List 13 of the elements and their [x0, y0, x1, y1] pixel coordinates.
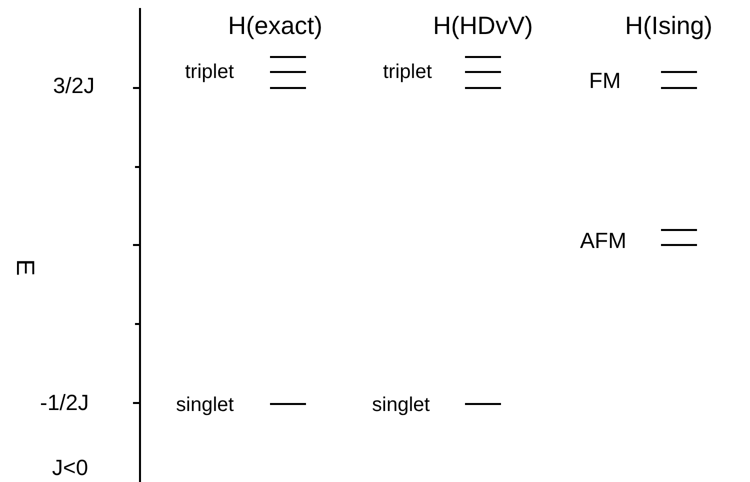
level-label: FM — [589, 70, 621, 92]
column-heading: H(HDvV) — [433, 14, 533, 39]
level-label: AFM — [580, 230, 626, 252]
column-heading: H(Ising) — [625, 14, 713, 39]
tick-label: -1/2J — [40, 392, 89, 414]
level-label: triplet — [185, 62, 234, 82]
level-label: singlet — [176, 395, 234, 415]
axis-label: E — [12, 259, 37, 276]
level-label: triplet — [383, 62, 432, 82]
column-heading: H(exact) — [228, 14, 322, 39]
tick-label: J<0 — [52, 457, 88, 479]
level-label: singlet — [372, 395, 430, 415]
tick-label: 3/2J — [53, 75, 95, 97]
